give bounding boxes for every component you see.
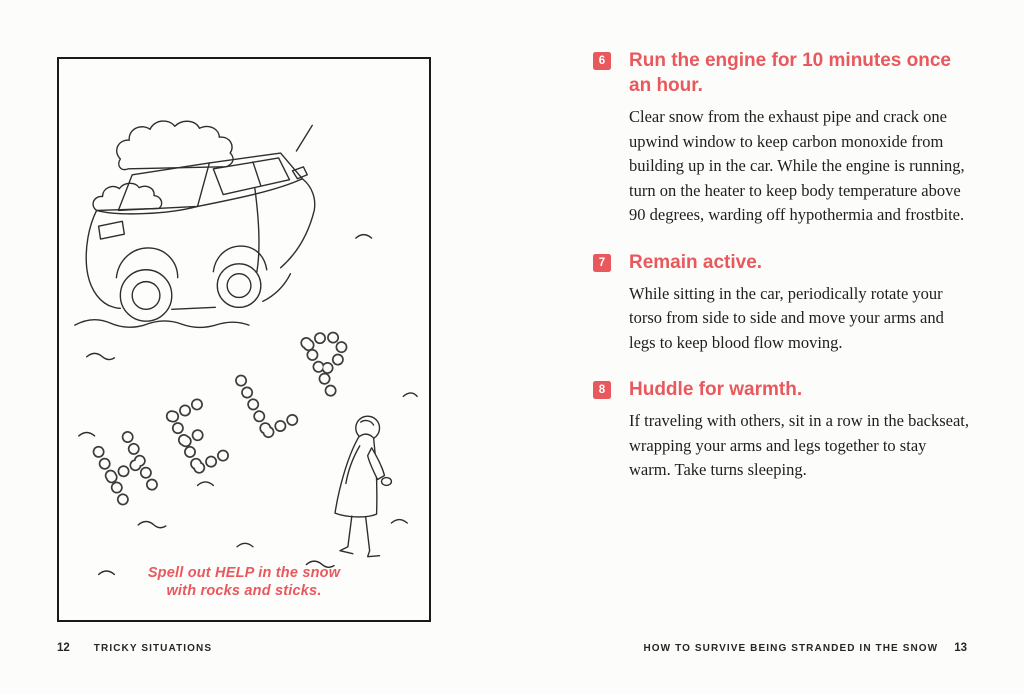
illustration-caption: Spell out HELP in the snow with rocks an… [59, 564, 429, 600]
step-7: 7 Remain active. While sitting in the ca… [593, 250, 971, 356]
step-number-badge: 8 [593, 381, 611, 399]
step-body: Clear snow from the exhaust pipe and cra… [629, 107, 965, 224]
steps-column: 6 Run the engine for 10 minutes once an … [593, 48, 971, 505]
page-number-left: 12 [57, 642, 70, 654]
step-number-badge: 7 [593, 253, 611, 272]
snow-help-illustration [74, 120, 418, 576]
rock-letter-l [241, 367, 294, 433]
illustration-frame: Spell out HELP in the snow with rocks an… [57, 57, 431, 622]
rock-letter-e [172, 403, 225, 469]
chapter-title: HOW TO SURVIVE BEING STRANDED IN THE SNO… [643, 643, 939, 654]
step-body: While sitting in the car, periodically r… [629, 283, 944, 352]
caption-line-1: Spell out HELP in the snow [147, 565, 341, 581]
step-8: 8 Huddle for warmth. If traveling with o… [593, 377, 971, 483]
step-6: 6 Run the engine for 10 minutes once an … [593, 48, 971, 228]
caption-line-2: with rocks and sticks. [166, 583, 322, 599]
step-text: Run the engine for 10 minutes once an ho… [629, 48, 971, 228]
rock-letter-h [99, 437, 155, 505]
step-body: If traveling with others, sit in a row i… [629, 411, 969, 479]
rock-letter-p [306, 329, 360, 395]
step-title: Run the engine for 10 minutes once an ho… [629, 50, 951, 96]
section-title: TRICKY SITUATIONS [93, 643, 213, 654]
help-rocks [99, 329, 360, 504]
snow-marks [78, 233, 418, 576]
left-page-footer: 12 TRICKY SITUATIONS [57, 642, 212, 654]
step-text: Remain active. While sitting in the car,… [629, 250, 971, 356]
page-number-right: 13 [954, 642, 967, 654]
step-title: Remain active. [629, 251, 763, 273]
car-drawing [74, 120, 316, 329]
person-figure [334, 415, 393, 558]
step-text: Huddle for warmth. If traveling with oth… [629, 377, 971, 483]
right-page-footer: HOW TO SURVIVE BEING STRANDED IN THE SNO… [643, 642, 967, 654]
step-title: Huddle for warmth. [629, 379, 803, 400]
step-number-badge: 6 [593, 52, 611, 70]
